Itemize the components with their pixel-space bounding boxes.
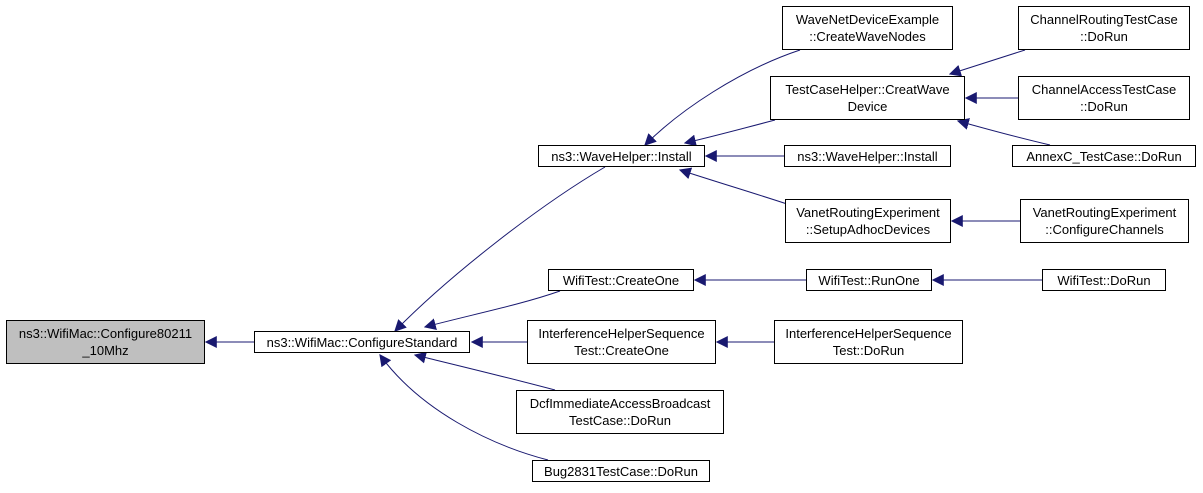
node-wifiTestRunOne[interactable]: WifiTest::RunOne bbox=[806, 269, 932, 291]
node-label-line: Device bbox=[847, 99, 888, 114]
node-label-line: _10Mhz bbox=[82, 343, 129, 358]
node-channelAccess[interactable]: ChannelAccessTestCase::DoRun bbox=[1018, 76, 1190, 120]
node-label-line: VanetRoutingExperiment bbox=[796, 205, 940, 220]
node-waveNetDevice[interactable]: WaveNetDeviceExample::CreateWaveNodes bbox=[782, 6, 953, 50]
edge-dcfImmediate-to-configureStandard bbox=[413, 351, 556, 391]
node-label-line: VanetRoutingExperiment bbox=[1032, 205, 1177, 220]
edge-bug2831-to-configureStandard bbox=[379, 354, 549, 461]
node-configure80211: ns3::WifiMac::Configure80211_10Mhz bbox=[6, 320, 205, 364]
node-label-line: ::ConfigureChannels bbox=[1045, 222, 1164, 237]
node-bug2831[interactable]: Bug2831TestCase::DoRun bbox=[532, 460, 710, 482]
node-label-line: WifiTest::DoRun bbox=[1057, 272, 1151, 288]
edge-waveHelperInstall-to-configureStandard bbox=[394, 166, 606, 332]
node-label-line: ns3::WifiMac::Configure80211 bbox=[18, 326, 193, 341]
node-vanetSetup[interactable]: VanetRoutingExperiment::SetupAdhocDevice… bbox=[785, 199, 951, 243]
node-label-line: DcfImmediateAccessBroadcast bbox=[529, 396, 711, 411]
edge-vanetSetup-to-waveHelperInstall bbox=[678, 167, 791, 206]
node-label-line: InterferenceHelperSequence bbox=[538, 326, 705, 341]
edge-testCaseHelper-to-waveHelperInstall bbox=[683, 119, 776, 147]
node-label-line: TestCaseHelper::CreatWave bbox=[785, 82, 950, 97]
node-wifiTestDoRun[interactable]: WifiTest::DoRun bbox=[1042, 269, 1166, 291]
node-label-line: InterferenceHelperSequence bbox=[785, 326, 952, 341]
node-label-line: Test::CreateOne bbox=[574, 343, 669, 358]
node-channelRouting[interactable]: ChannelRoutingTestCase::DoRun bbox=[1018, 6, 1190, 50]
node-label-line: TestCase::DoRun bbox=[569, 413, 671, 428]
node-waveHelperInstall[interactable]: ns3::WaveHelper::Install bbox=[538, 145, 705, 167]
node-label-line: ns3::WifiMac::ConfigureStandard bbox=[266, 334, 458, 350]
edge-wifiTestCreateOne-to-configureStandard bbox=[423, 290, 561, 331]
node-label-line: ::SetupAdhocDevices bbox=[805, 222, 931, 237]
node-label-line: AnnexC_TestCase::DoRun bbox=[1026, 148, 1182, 164]
node-label-line: ns3::WaveHelper::Install bbox=[797, 148, 938, 164]
node-configureStandard[interactable]: ns3::WifiMac::ConfigureStandard bbox=[254, 331, 470, 353]
node-label-line: ::CreateWaveNodes bbox=[809, 29, 926, 44]
node-label-line: Test::DoRun bbox=[832, 343, 905, 358]
node-label-line: ns3::WaveHelper::Install bbox=[551, 148, 692, 164]
node-label-line: ChannelAccessTestCase bbox=[1031, 82, 1177, 97]
node-label-line: ::DoRun bbox=[1080, 99, 1128, 114]
node-annexC[interactable]: AnnexC_TestCase::DoRun bbox=[1012, 145, 1196, 167]
edge-channelRouting-to-testCaseHelper bbox=[948, 49, 1026, 77]
node-wifiTestCreateOne[interactable]: WifiTest::CreateOne bbox=[548, 269, 694, 291]
edge-annexC-to-testCaseHelper bbox=[956, 118, 1051, 146]
node-label-line: WifiTest::RunOne bbox=[818, 272, 920, 288]
edge-waveNetDevice-to-waveHelperInstall bbox=[644, 49, 801, 146]
node-waveHelperInstall2[interactable]: ns3::WaveHelper::Install bbox=[784, 145, 951, 167]
node-label-line: Bug2831TestCase::DoRun bbox=[544, 463, 698, 479]
node-label-line: ChannelRoutingTestCase bbox=[1030, 12, 1178, 27]
node-label-line: WaveNetDeviceExample bbox=[795, 12, 940, 27]
node-label-line: ::DoRun bbox=[1080, 29, 1128, 44]
node-vanetConfigure[interactable]: VanetRoutingExperiment::ConfigureChannel… bbox=[1020, 199, 1189, 243]
node-label-line: WifiTest::CreateOne bbox=[562, 272, 680, 288]
